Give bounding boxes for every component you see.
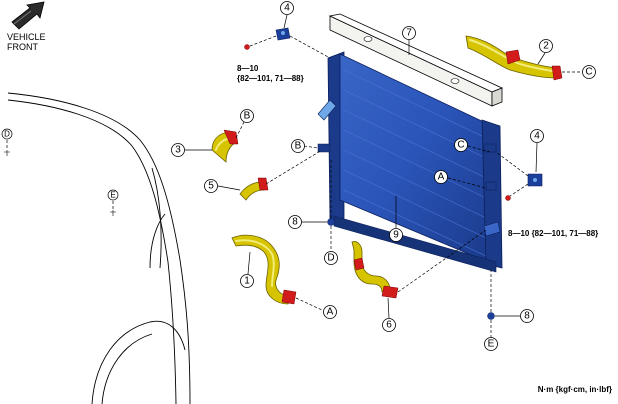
torque-spec-right: 8—10 {82—101, 71—88}: [508, 229, 598, 238]
svg-text:2: 2: [543, 41, 549, 52]
vehicle-label: VEHICLE: [7, 32, 46, 42]
connector-c-line: [467, 145, 491, 153]
svg-text:3: 3: [175, 145, 181, 156]
radiator-upper-support: [328, 13, 504, 107]
vehicle-front-indicator: VEHICLE FRONT: [7, 1, 46, 52]
radiator-core: [317, 51, 503, 273]
svg-text:7: 7: [406, 28, 412, 39]
callout-5: 5: [204, 179, 241, 193]
hose-2: [465, 35, 582, 81]
callout-6: 6: [382, 297, 396, 332]
callout-4-right: 4: [530, 129, 544, 173]
callout-7: 7: [402, 26, 416, 55]
svg-text:8: 8: [524, 311, 530, 322]
bolt-right: [487, 270, 520, 338]
svg-text:C: C: [585, 67, 592, 78]
connector-a-hose: A: [323, 305, 337, 319]
connector-c-radiator: C: [454, 138, 468, 152]
connector-e-bolt: E: [484, 337, 498, 351]
front-label: FRONT: [7, 42, 38, 52]
connector-b-line: [303, 145, 319, 149]
vehicle-front-arrow-icon: [11, 1, 45, 30]
callout-3: 3: [171, 143, 212, 157]
svg-text:5: 5: [208, 181, 214, 192]
svg-text:B: B: [244, 111, 251, 122]
connector-b-radiator: B: [291, 139, 305, 153]
callout-4-upper: 4: [280, 1, 294, 29]
svg-text:4: 4: [534, 131, 540, 142]
connector-b-hose: B: [240, 109, 254, 123]
vehicle-body-outline: [7, 92, 191, 404]
hose-5: [239, 149, 323, 201]
svg-text:E: E: [488, 339, 495, 350]
connector-c-hose: C: [582, 65, 596, 79]
svg-text:A: A: [438, 172, 445, 183]
connector-a-radiator: A: [434, 170, 448, 184]
svg-text:4: 4: [284, 3, 290, 14]
svg-text:8: 8: [292, 217, 298, 228]
svg-text:A: A: [327, 307, 334, 318]
torque-units-note: N·m {kgf·cm, in·lbf}: [538, 385, 612, 394]
body-marker-d: D: [1, 128, 13, 156]
callout-8-left: 8: [288, 215, 302, 229]
svg-text:E: E: [110, 191, 115, 200]
mount-bracket-upper-left: [244, 27, 331, 59]
hose-6: [351, 229, 487, 299]
svg-text:6: 6: [386, 320, 392, 331]
svg-text:B: B: [295, 141, 302, 152]
bolt-left: [302, 160, 335, 252]
callout-8-right: 8: [520, 309, 534, 323]
callout-1: 1: [240, 251, 254, 288]
svg-text:D: D: [327, 253, 334, 264]
callout-9: 9: [389, 196, 403, 242]
svg-text:D: D: [4, 130, 10, 139]
svg-text:1: 1: [244, 276, 250, 287]
torque-spec-left: 8—10 {82—101, 71—88}: [237, 64, 304, 83]
torque-left-range: 8—10: [237, 64, 259, 73]
svg-text:C: C: [457, 140, 464, 151]
callout-2: 2: [537, 39, 553, 65]
hose-1: [231, 234, 323, 311]
hose-3: [211, 121, 245, 163]
connector-d-bolt: D: [324, 251, 338, 265]
mount-bracket-right: [495, 151, 543, 201]
body-marker-e: E: [107, 189, 119, 216]
torque-left-alt: {82—101, 71—88}: [237, 74, 304, 83]
svg-text:9: 9: [393, 230, 399, 241]
connector-a-line: [447, 177, 487, 189]
